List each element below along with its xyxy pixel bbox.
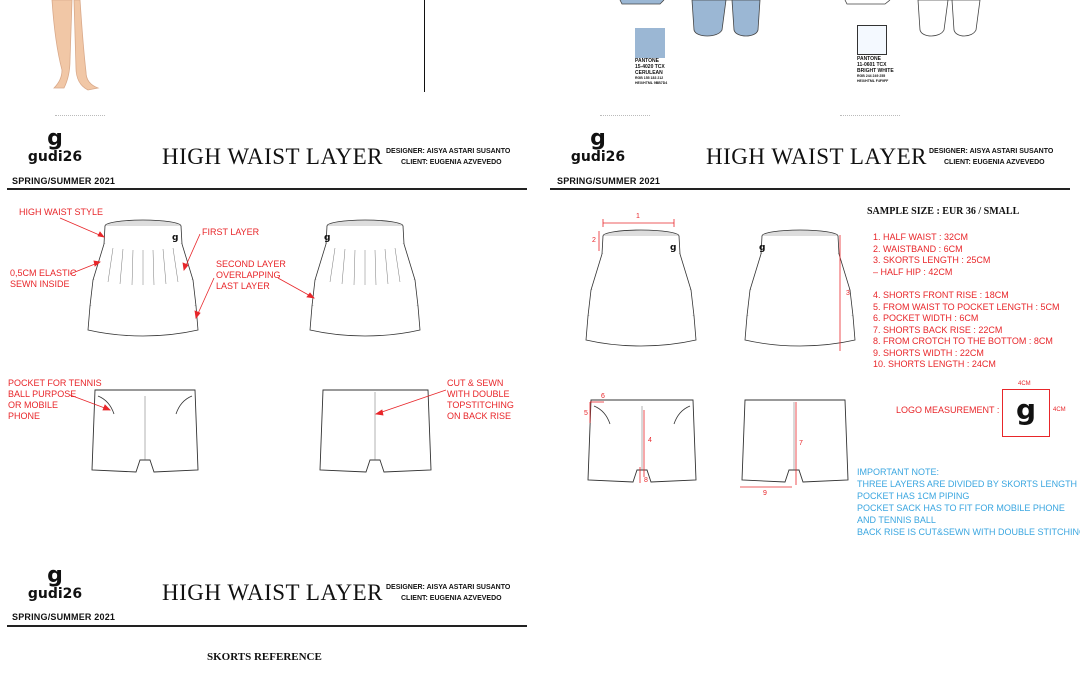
sheet-title: HIGH WAIST LAYER bbox=[162, 580, 383, 605]
annotation-high-waist: HIGH WAIST STYLE bbox=[19, 207, 104, 217]
logo-width-label: 4CM bbox=[1018, 381, 1031, 387]
season-label: SPRING/SUMMER 2021 bbox=[12, 612, 116, 622]
skort-front-measured: g bbox=[585, 229, 697, 347]
client-credit: CLIENT: EUGENIA AZVEVEDO bbox=[401, 159, 502, 166]
sample-size-heading: SAMPLE SIZE : EUR 36 / SMALL bbox=[867, 206, 1020, 217]
skort-back-measured: g bbox=[744, 229, 856, 347]
header-rule bbox=[550, 188, 1070, 190]
dimension-label: 1 bbox=[636, 213, 640, 220]
header-rule bbox=[7, 188, 527, 190]
measurement-list: 1. HALF WAIST : 32CM 2. WAISTBAND : 6CM … bbox=[873, 232, 1060, 369]
logo-mark: g bbox=[47, 563, 63, 588]
reference-title: SKORTS REFERENCE bbox=[207, 651, 322, 663]
sheet-separator bbox=[55, 115, 105, 116]
pantone-swatch-cerulean bbox=[635, 28, 665, 58]
logo-measurement-box: g bbox=[1002, 389, 1050, 437]
brand-logo: g gudi26 bbox=[553, 126, 643, 165]
pantone-label: PANTONE 15-4020 TCX CERULEAN RGB 155 183… bbox=[635, 58, 668, 85]
top-divider bbox=[424, 0, 425, 92]
logo-mark: g bbox=[47, 126, 63, 151]
logo-wordmark: gudi26 bbox=[27, 149, 83, 165]
dimension-label: 7 bbox=[799, 440, 803, 447]
svg-text:g: g bbox=[324, 233, 330, 243]
shorts-front-flat bbox=[91, 389, 199, 473]
important-note: IMPORTANT NOTE: THREE LAYERS ARE DIVIDED… bbox=[857, 467, 1080, 537]
top-garment-illustrations bbox=[619, 0, 1000, 45]
dimension-lines bbox=[589, 219, 841, 488]
brand-logo: g gudi26 bbox=[10, 126, 100, 165]
season-label: SPRING/SUMMER 2021 bbox=[557, 176, 661, 186]
designer-credit: DESIGNER: AISYA ASTARI SUSANTO bbox=[929, 148, 1054, 155]
svg-text:g: g bbox=[670, 243, 676, 253]
logo-measurement-label: LOGO MEASUREMENT : bbox=[896, 405, 1000, 415]
client-credit: CLIENT: EUGENIA AZVEVEDO bbox=[944, 159, 1045, 166]
shorts-front-measured bbox=[587, 399, 697, 483]
sheet-title: HIGH WAIST LAYER bbox=[706, 144, 927, 169]
dimension-label: 4 bbox=[648, 437, 652, 444]
header-rule bbox=[7, 625, 527, 627]
logo-mark: g bbox=[1015, 393, 1037, 426]
season-label: SPRING/SUMMER 2021 bbox=[12, 176, 116, 186]
logo-mark: g bbox=[590, 126, 606, 151]
dimension-label: 2 bbox=[592, 237, 596, 244]
dimension-label: 9 bbox=[763, 490, 767, 497]
svg-text:g: g bbox=[759, 243, 765, 253]
pantone-swatch-bright-white bbox=[857, 25, 887, 55]
model-illustration bbox=[40, 0, 110, 95]
annotation-first-layer: FIRST LAYER bbox=[202, 227, 260, 237]
dimension-label: 6 bbox=[601, 393, 605, 400]
annotation-leaders bbox=[59, 217, 447, 416]
sheet-title: HIGH WAIST LAYER bbox=[162, 144, 383, 169]
svg-text:g: g bbox=[172, 233, 178, 243]
dimension-label: 5 bbox=[584, 410, 588, 417]
logo-wordmark: gudi26 bbox=[27, 586, 83, 602]
shorts-back-flat bbox=[319, 389, 432, 473]
pantone-label: PANTONE 11-0601 TCX BRIGHT WHITE RGB 244… bbox=[857, 56, 894, 83]
logo-height-label: 4CM bbox=[1053, 407, 1066, 413]
dimension-label: 3 bbox=[846, 290, 850, 297]
brand-logo: g gudi26 bbox=[10, 563, 100, 602]
designer-credit: DESIGNER: AISYA ASTARI SUSANTO bbox=[386, 584, 511, 591]
shorts-back-measured bbox=[741, 399, 849, 483]
dimension-label: 8 bbox=[644, 477, 648, 484]
client-credit: CLIENT: EUGENIA AZVEVEDO bbox=[401, 595, 502, 602]
designer-credit: DESIGNER: AISYA ASTARI SUSANTO bbox=[386, 148, 511, 155]
sheet-separator bbox=[600, 115, 650, 116]
skort-front-flat: g bbox=[87, 219, 199, 337]
sheet-separator bbox=[840, 115, 900, 116]
logo-wordmark: gudi26 bbox=[570, 149, 626, 165]
skort-back-flat: g bbox=[309, 219, 421, 337]
